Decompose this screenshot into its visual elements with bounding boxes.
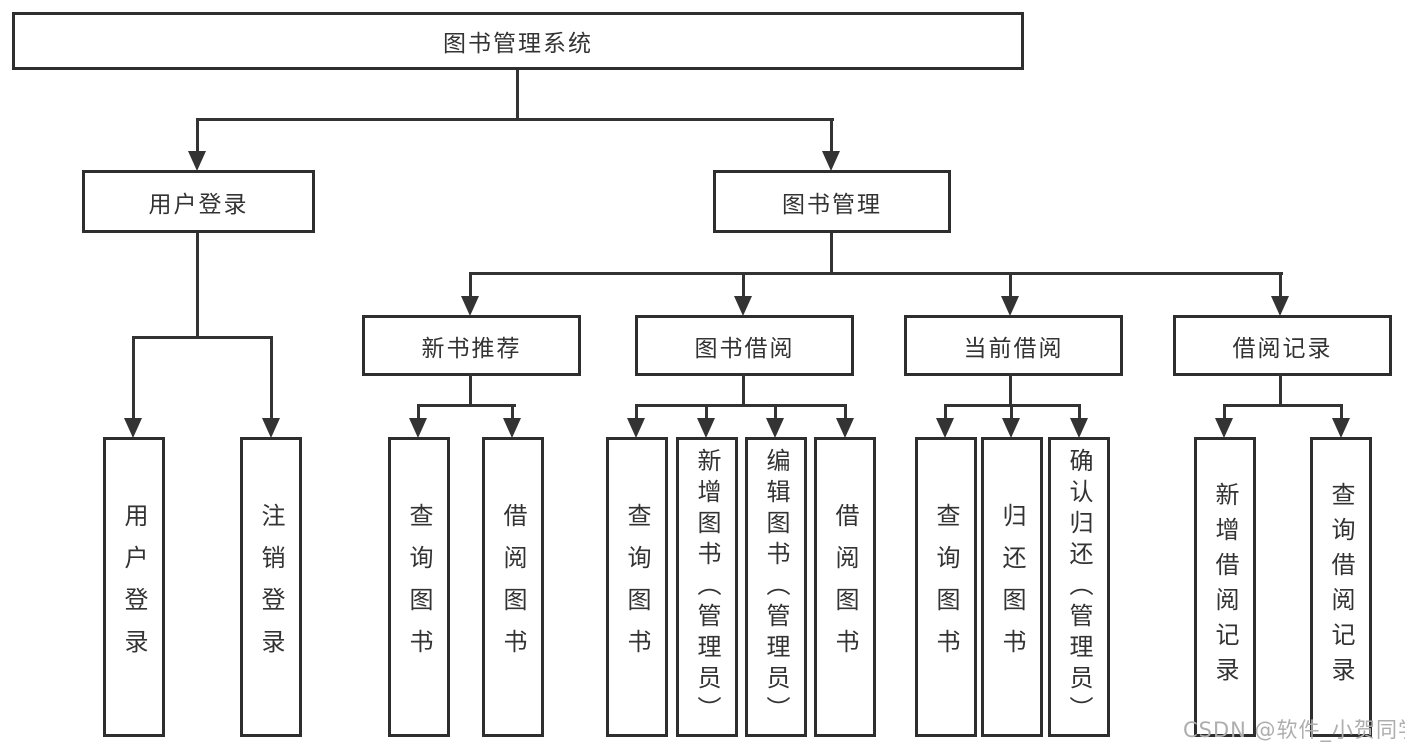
node-book-borrow: 图书借阅 (635, 315, 854, 376)
arrowhead-icon (1070, 418, 1088, 438)
leaf-user-login: 用户登录 (103, 437, 165, 737)
node-root: 图书管理系统 (12, 12, 1024, 70)
leaf-label: 新增借阅记录 (1211, 482, 1239, 692)
arrowhead-icon (734, 296, 752, 316)
leaf-query-book-current: 查询图书 (915, 437, 977, 737)
leaf-label: 借阅图书 (831, 503, 859, 671)
leaf-label: 查询借阅记录 (1327, 482, 1355, 692)
node-current-borrow-label: 当前借阅 (963, 335, 1064, 362)
connector-line (1009, 373, 1012, 406)
connector-line (469, 373, 472, 406)
leaf-label: 确认归还（管理员） (1065, 447, 1093, 727)
leaf-query-book-recommend: 查询图书 (388, 437, 450, 737)
node-new-book-recommend: 新书推荐 (362, 315, 581, 376)
leaf-add-borrow-record: 新增借阅记录 (1194, 437, 1256, 737)
watermark: CSDN @软件_小贺同学 (1183, 718, 1405, 742)
arrowhead-icon (1001, 296, 1019, 316)
arrowhead-icon (1271, 296, 1289, 316)
connector-line (1279, 373, 1282, 406)
connector-line (705, 404, 708, 421)
leaf-label: 查询图书 (932, 503, 960, 671)
connector-line (132, 336, 273, 339)
arrowhead-icon (188, 151, 206, 171)
connector-line (511, 404, 514, 421)
arrowhead-icon (697, 418, 715, 438)
leaf-borrow-book-recommend: 借阅图书 (482, 437, 544, 737)
arrowhead-icon (503, 418, 521, 438)
leaf-add-book-admin: 新增图书（管理员） (676, 437, 738, 737)
leaf-borrow-book: 借阅图书 (814, 437, 876, 737)
leaf-label: 编辑图书（管理员） (762, 447, 790, 727)
connector-line (1223, 404, 1226, 421)
connector-line (1078, 404, 1081, 421)
arrowhead-icon (1002, 418, 1020, 438)
leaf-confirm-return-admin: 确认归还（管理员） (1048, 437, 1110, 737)
connector-line (844, 404, 847, 421)
leaf-return-book: 归还图书 (981, 437, 1043, 737)
connector-line (196, 118, 199, 154)
leaf-query-borrow-record: 查询借阅记录 (1310, 437, 1372, 737)
leaf-label: 查询图书 (623, 503, 651, 671)
connector-line (635, 404, 847, 407)
connector-line (1009, 272, 1012, 300)
connector-line (1279, 272, 1282, 300)
connector-line (830, 118, 833, 154)
arrowhead-icon (627, 418, 645, 438)
leaf-label: 新增图书（管理员） (693, 447, 721, 727)
leaf-query-book-borrow: 查询图书 (606, 437, 668, 737)
connector-line (516, 70, 519, 118)
connector-line (774, 404, 777, 421)
arrowhead-icon (262, 418, 280, 438)
node-book-management-label: 图书管理 (782, 191, 882, 218)
connector-line (830, 233, 833, 275)
connector-line (270, 336, 273, 421)
leaf-label: 借阅图书 (499, 503, 527, 671)
connector-line (944, 404, 947, 421)
arrowhead-icon (409, 418, 427, 438)
connector-line (1223, 404, 1343, 407)
arrowhead-icon (1332, 418, 1350, 438)
connector-line (1340, 404, 1343, 421)
connector-line (196, 118, 834, 121)
node-book-borrow-label: 图书借阅 (694, 335, 795, 362)
connector-line (1010, 404, 1013, 421)
leaf-edit-book-admin: 编辑图书（管理员） (745, 437, 807, 737)
arrowhead-icon (1215, 418, 1233, 438)
arrowhead-icon (461, 296, 479, 316)
leaf-label: 注销登录 (257, 503, 285, 671)
node-borrow-record-label: 借阅记录 (1232, 335, 1333, 362)
leaf-logout: 注销登录 (240, 437, 302, 737)
arrowhead-icon (822, 151, 840, 171)
arrowhead-icon (936, 418, 954, 438)
leaf-label: 查询图书 (405, 503, 433, 671)
node-user-login: 用户登录 (82, 170, 315, 233)
node-new-book-recommend-label: 新书推荐 (421, 335, 522, 362)
node-root-label: 图书管理系统 (443, 31, 593, 57)
connector-line (417, 404, 516, 407)
node-book-management: 图书管理 (713, 170, 951, 233)
arrowhead-icon (766, 418, 784, 438)
arrowhead-icon (836, 418, 854, 438)
leaf-label: 归还图书 (998, 503, 1026, 671)
arrowhead-icon (124, 418, 142, 438)
connector-line (742, 373, 745, 406)
node-borrow-record: 借阅记录 (1173, 315, 1392, 376)
connector-line (196, 233, 199, 338)
connector-line (635, 404, 638, 421)
connector-line (417, 404, 420, 421)
node-current-borrow: 当前借阅 (904, 315, 1123, 376)
connector-line (469, 272, 1283, 275)
connector-line (469, 272, 472, 300)
leaf-label: 用户登录 (120, 503, 148, 671)
connector-line (132, 336, 135, 421)
connector-line (742, 272, 745, 300)
node-user-login-label: 用户登录 (148, 191, 249, 218)
